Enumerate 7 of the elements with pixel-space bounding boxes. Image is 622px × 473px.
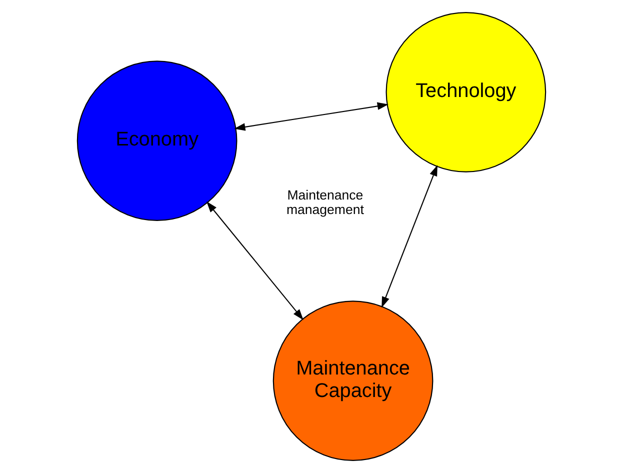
node-circle: Economy: [76, 60, 237, 222]
arrow: [206, 201, 303, 320]
node-circle: Technology: [385, 12, 546, 172]
arrow: [381, 164, 437, 308]
node-circle: Maintenance Capacity: [272, 300, 433, 462]
label: Maintenance management: [286, 187, 364, 217]
arrow: [234, 102, 388, 131]
